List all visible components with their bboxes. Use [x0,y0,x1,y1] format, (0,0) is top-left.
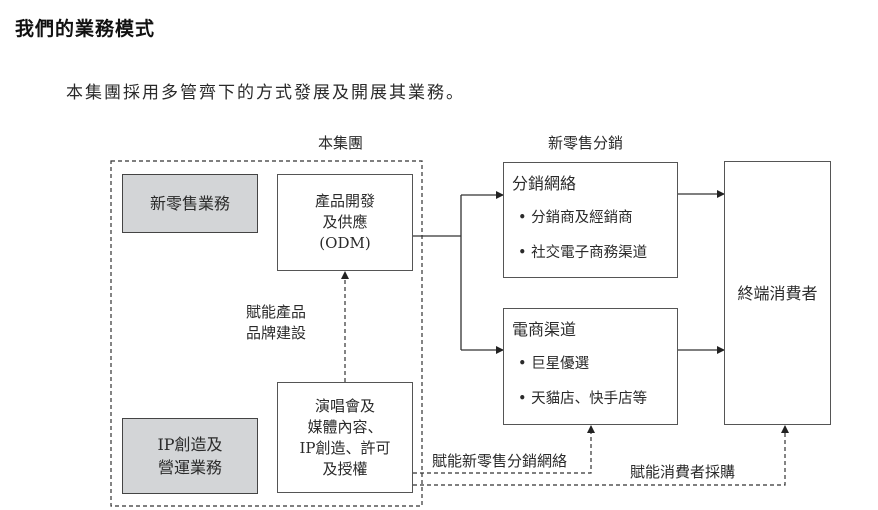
concerts-line-2: 媒體內容、 [307,417,383,436]
empower-brand-line-1: 賦能產品 [246,303,307,321]
group-boundary [110,160,423,507]
empower-brand-line-2: 品牌建設 [246,324,307,342]
distribution-network-box: 分銷網絡 分銷商及經銷商 社交電子商務渠道 [503,162,678,278]
ip-business-box: IP創造及 營運業務 [122,418,258,494]
new-retail-business-box: 新零售業務 [122,174,258,233]
empower-brand-label: 賦能產品 品牌建設 [246,302,306,344]
list-item: 分銷商及經銷商 [518,208,633,229]
intro-paragraph: 本集團採用多管齊下的方式發展及開展其業務。 [66,83,465,103]
new-retail-business-text: 新零售業務 [149,194,230,213]
empower-consumer-label: 賦能消費者採購 [630,463,736,481]
group-label: 本集團 [318,134,364,152]
list-item: 社交電子商務渠道 [518,243,647,264]
odm-line-1: 產品開發 [314,192,375,210]
concerts-ip-box: 演唱會及 媒體內容、 IP創造、許可 及授權 [277,382,413,493]
section-heading: 我們的業務模式 [15,18,156,40]
ecommerce-channels-title: 電商渠道 [512,320,577,339]
ecommerce-channels-box: 電商渠道 巨星優選 天貓店、快手店等 [503,308,678,425]
dashed-arrow-to-consumers [413,425,789,486]
ip-business-line-1: IP創造及 [157,435,223,454]
ip-business-line-2: 營運業務 [157,458,222,477]
concerts-line-3: IP創造、許可 [299,438,391,457]
odm-box: 產品開發 及供應 (ODM) [277,174,413,271]
odm-line-3: (ODM) [319,234,371,252]
end-consumers-text: 終端消費者 [737,283,818,303]
list-item: 天貓店、快手店等 [518,389,647,410]
concerts-line-4: 及授權 [322,459,368,478]
distribution-label: 新零售分銷 [548,134,624,152]
concerts-line-1: 演唱會及 [314,396,375,415]
odm-line-2: 及供應 [322,213,368,231]
distribution-network-title: 分銷網絡 [512,174,577,193]
empower-distribution-label: 賦能新零售分銷網絡 [432,452,568,470]
list-item: 巨星優選 [518,354,589,375]
dashed-arrow-to-ecommerce [413,425,595,474]
end-consumers-box: 終端消費者 [724,161,831,425]
